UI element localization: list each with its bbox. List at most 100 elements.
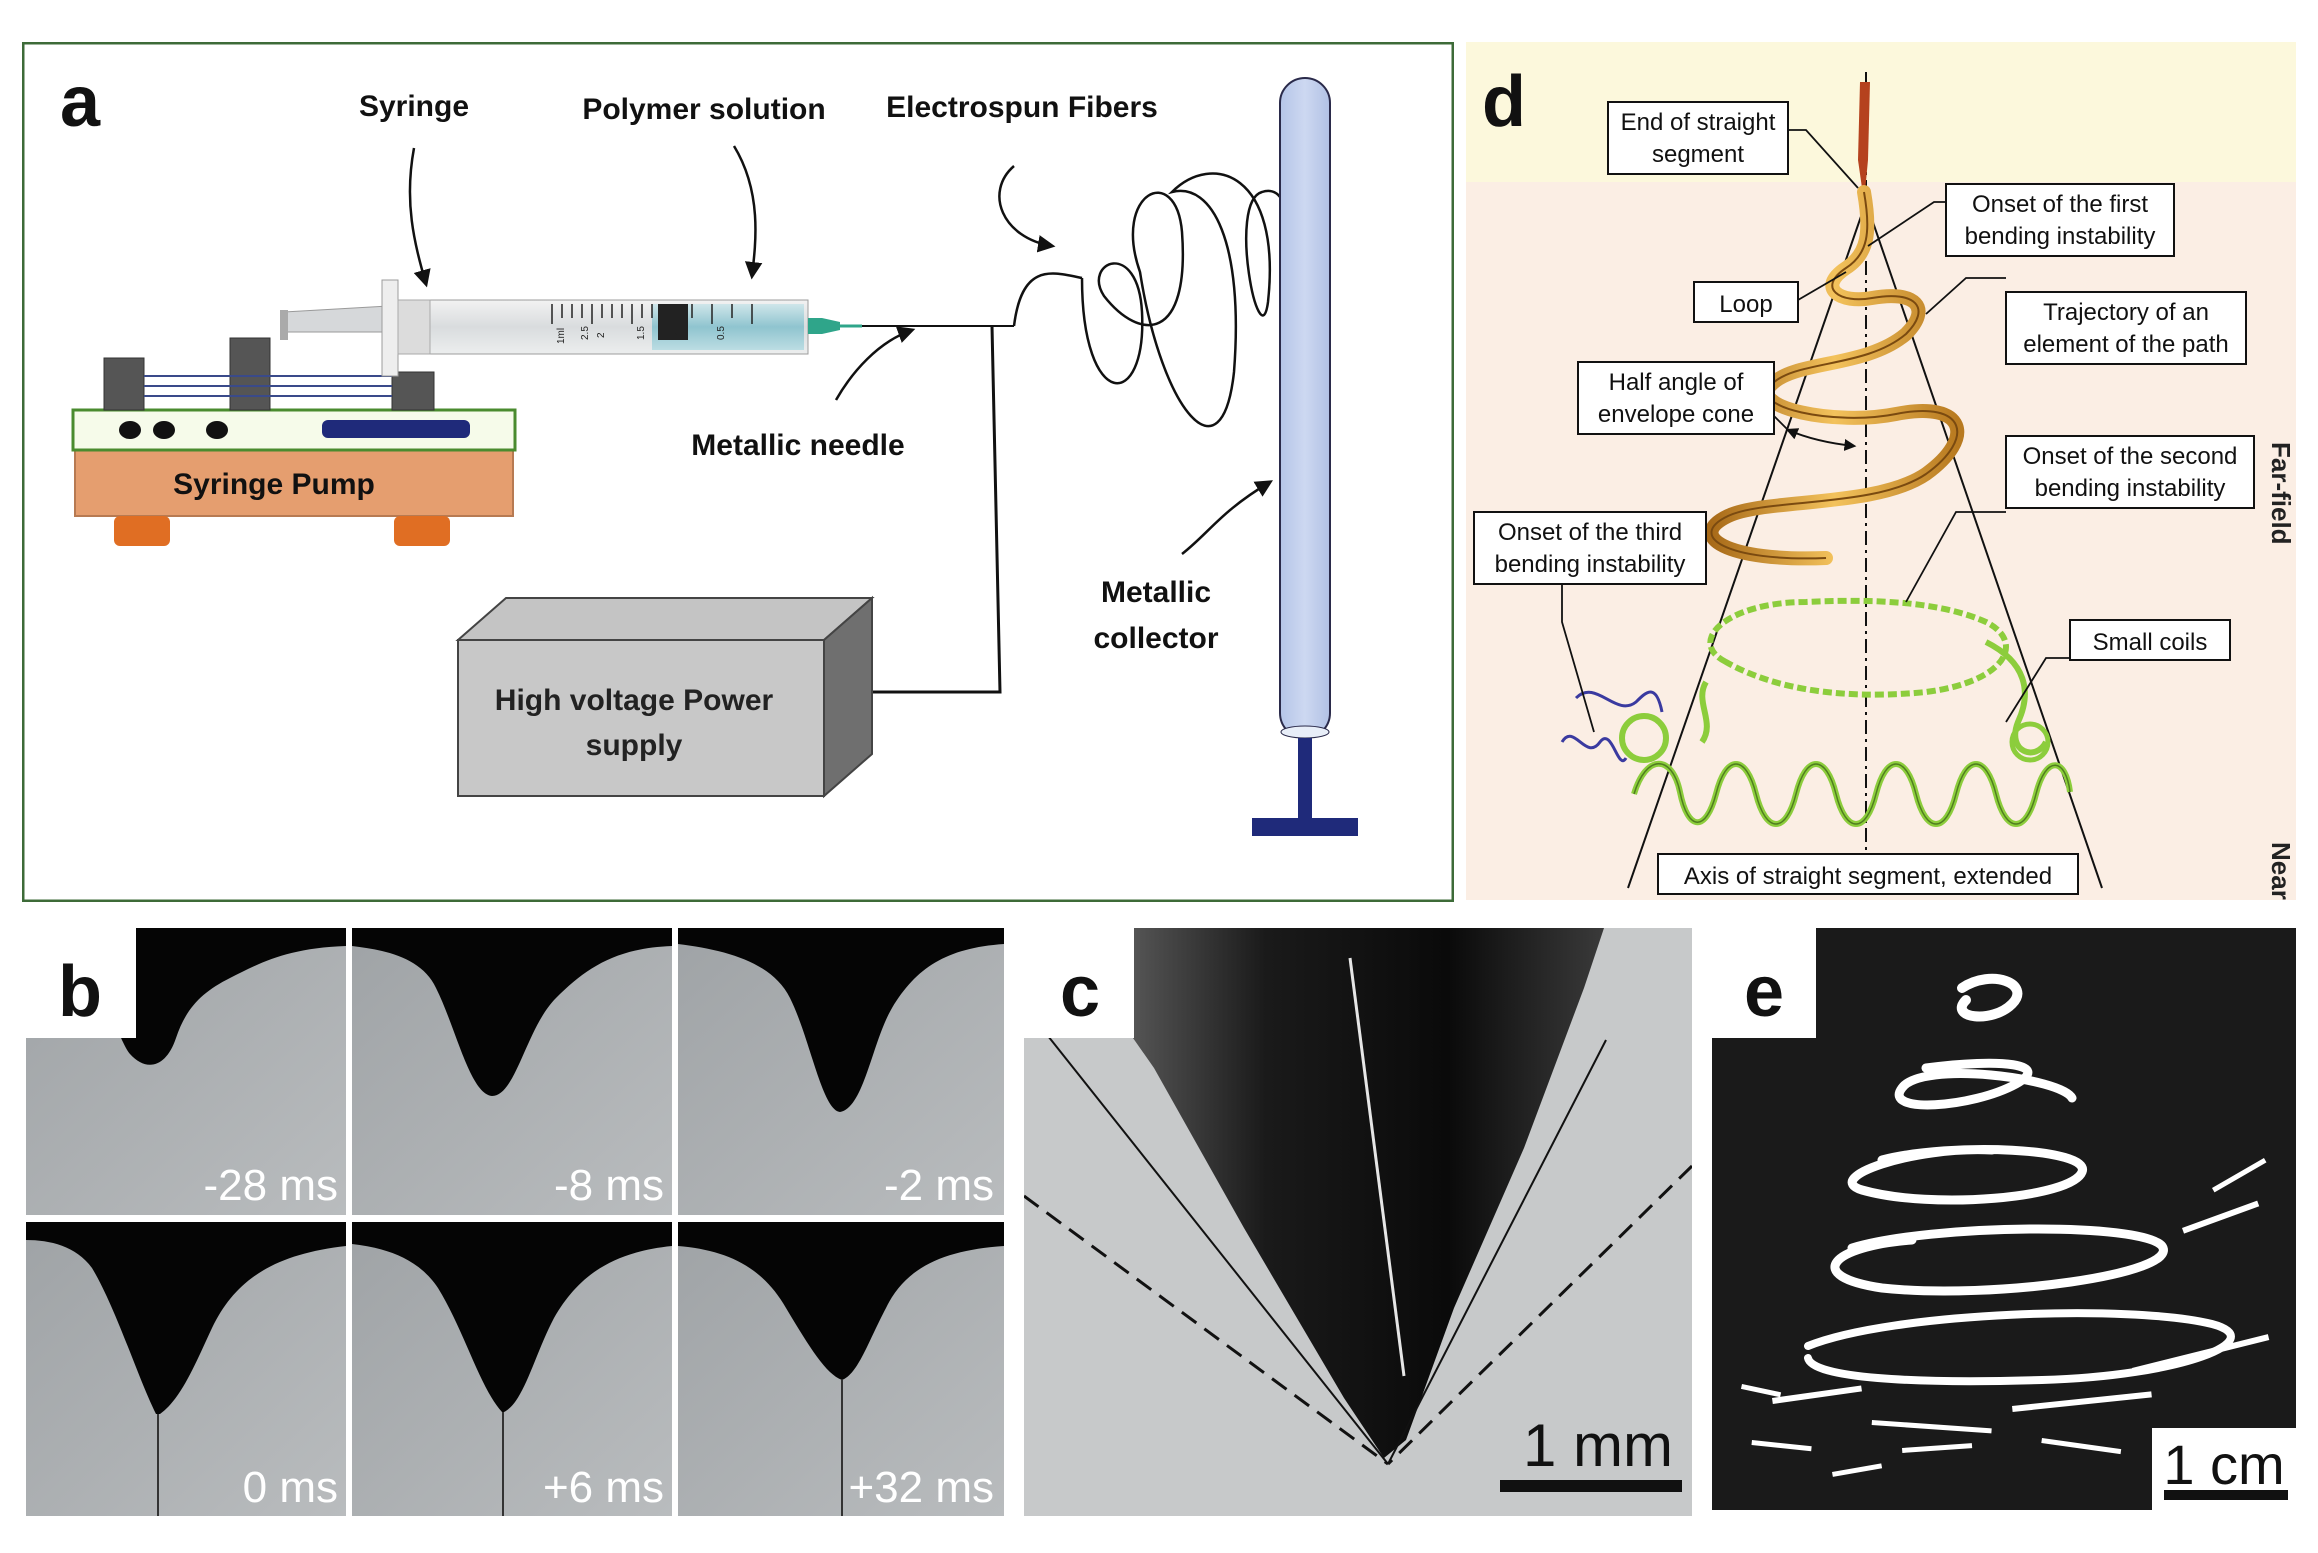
collector-stand	[1298, 738, 1312, 818]
frame-4-time: 0 ms	[243, 1463, 338, 1512]
frame-2: -8 ms	[352, 928, 672, 1215]
label-onset-second: Onset of the second bending instability	[2005, 435, 2255, 509]
svg-text:End of straight: End of straight	[1621, 109, 1776, 136]
fibers-arrow	[998, 165, 1056, 253]
svg-text:Axis of straight segment, exte: Axis of straight segment, extended	[1684, 863, 2052, 890]
panel-e-letter-box	[1712, 928, 1816, 1038]
panel-c-letter-box	[1024, 928, 1134, 1038]
pump-label: Syringe Pump	[173, 468, 375, 501]
svg-text:element of the path: element of the path	[2023, 331, 2228, 358]
electrospinning-setup-diagram: a Syringe Pump	[22, 42, 1454, 902]
collector-label-1: Metallic	[1101, 576, 1211, 609]
power-supply-label-1: High voltage Power	[495, 684, 774, 717]
leader-loop	[1797, 271, 1847, 301]
frame-4: 0 ms	[26, 1222, 346, 1516]
scale-tick-1-5: 1.5	[636, 326, 647, 340]
syringe: 1ml 2 2.5 1.5 1 0.5	[280, 279, 862, 377]
syringe-label: Syringe	[359, 90, 469, 123]
syringe-flange	[381, 279, 399, 377]
panel-c: c 1 mm	[1024, 928, 1692, 1516]
polymer-solution-label: Polymer solution	[582, 93, 825, 126]
power-wire	[872, 325, 1002, 694]
pump-block-1	[103, 357, 145, 411]
label-small-coils: Small coils	[2069, 619, 2231, 661]
envelope-cone-left	[1627, 201, 1867, 889]
leader-trajectory	[1925, 277, 2006, 315]
svg-text:Trajectory of an: Trajectory of an	[2043, 299, 2209, 326]
straight-segment	[1858, 82, 1870, 202]
pump-knob-2	[153, 421, 175, 439]
frame-6: +32 ms	[678, 1222, 1004, 1516]
svg-text:Onset of the first: Onset of the first	[1972, 191, 2148, 218]
leader-onset-second	[1905, 511, 2006, 603]
panel-d-letter: d	[1482, 62, 1526, 142]
small-coils-green	[1560, 597, 2073, 827]
scale-tick-1ml: 1ml	[556, 328, 567, 344]
power-supply-box	[457, 639, 825, 797]
pump-foot-right	[394, 516, 450, 546]
svg-text:bending instability: bending instability	[1965, 223, 2156, 250]
third-bending-blue	[1574, 690, 1664, 713]
scale-tick-2-5: 2.5	[580, 326, 591, 340]
svg-text:Onset of the third: Onset of the third	[1498, 519, 1682, 546]
svg-text:bending instability: bending instability	[1495, 551, 1686, 578]
frame-2-time: -8 ms	[554, 1161, 664, 1210]
svg-text:Half angle of: Half angle of	[1609, 369, 1744, 396]
leader-small-coils	[2005, 657, 2070, 723]
label-trajectory: Trajectory of an element of the path	[2005, 291, 2247, 365]
pump-display	[322, 420, 470, 438]
cone-edge-right	[1387, 1039, 1607, 1465]
pump-knob-1	[119, 421, 141, 439]
near-field-label: Near-field	[2266, 842, 2296, 900]
frame-6-time: +32 ms	[848, 1463, 994, 1512]
cone-formation-sequence: -28 ms -8 ms -2 ms 0 ms +6 ms	[26, 928, 1004, 1516]
polymer-arrow	[732, 145, 763, 280]
dashed-envelope-right	[1386, 1164, 1692, 1466]
pump-block-3	[391, 371, 435, 411]
collector-base	[1252, 818, 1358, 836]
dashed-envelope-left	[1024, 1194, 1389, 1466]
frame-3-time: -2 ms	[884, 1161, 994, 1210]
label-half-angle: Half angle of envelope cone	[1577, 361, 1775, 435]
svg-text:bending instability: bending instability	[2035, 475, 2226, 502]
far-field-label: Far-field	[2266, 442, 2296, 545]
label-end-straight: End of straight segment	[1607, 101, 1789, 175]
fibers-label: Electrospun Fibers	[886, 91, 1158, 124]
collector-arrow	[1181, 480, 1274, 555]
label-loop: Loop	[1693, 281, 1799, 323]
frame-5-time: +6 ms	[543, 1463, 664, 1512]
scale-tick-1: 1	[674, 330, 685, 336]
taylor-cone	[1084, 928, 1604, 1458]
syringe-plunger-head	[658, 304, 688, 340]
label-onset-third: Onset of the third bending instability	[1473, 511, 1707, 585]
pump-knob-3	[206, 421, 228, 439]
panel-e-letter: e	[1744, 952, 1784, 1032]
svg-text:Small coils: Small coils	[2093, 629, 2208, 656]
frame-5: +6 ms	[352, 1222, 672, 1516]
svg-text:segment: segment	[1652, 141, 1744, 168]
label-axis: Axis of straight segment, extended	[1657, 853, 2079, 895]
panel-c-scale-bar	[1500, 1480, 1682, 1492]
panel-e-scale-bar	[2164, 1490, 2288, 1500]
cone-edge-left	[1047, 1035, 1389, 1465]
panel-b-letter-box	[26, 928, 136, 1038]
electrospun-fibers	[1080, 172, 1296, 428]
pump-foot-left	[114, 516, 170, 546]
near-field-region	[1466, 42, 2296, 182]
label-onset-first: Onset of the first bending instability	[1945, 183, 2175, 257]
svg-text:Onset of the second: Onset of the second	[2023, 443, 2238, 470]
scattered-fibers	[1740, 1158, 2270, 1477]
collector-label-2: collector	[1093, 622, 1218, 655]
syringe-pump: Syringe Pump	[71, 337, 517, 546]
panel-a: a Syringe Pump	[22, 42, 1454, 902]
panel-c-letter: c	[1060, 952, 1100, 1032]
leader-half-angle	[1771, 413, 1793, 435]
needle-label: Metallic needle	[691, 429, 904, 462]
panel-c-scale-label: 1 mm	[1523, 1412, 1673, 1479]
leader-onset-third	[1561, 584, 1595, 733]
scale-tick-2: 2	[596, 332, 607, 338]
collector-cylinder	[1279, 77, 1331, 739]
half-angle-arc	[1785, 428, 1857, 451]
svg-text:Loop: Loop	[1719, 291, 1772, 318]
panel-b: -28 ms -8 ms -2 ms 0 ms +6 ms	[26, 928, 1004, 1516]
